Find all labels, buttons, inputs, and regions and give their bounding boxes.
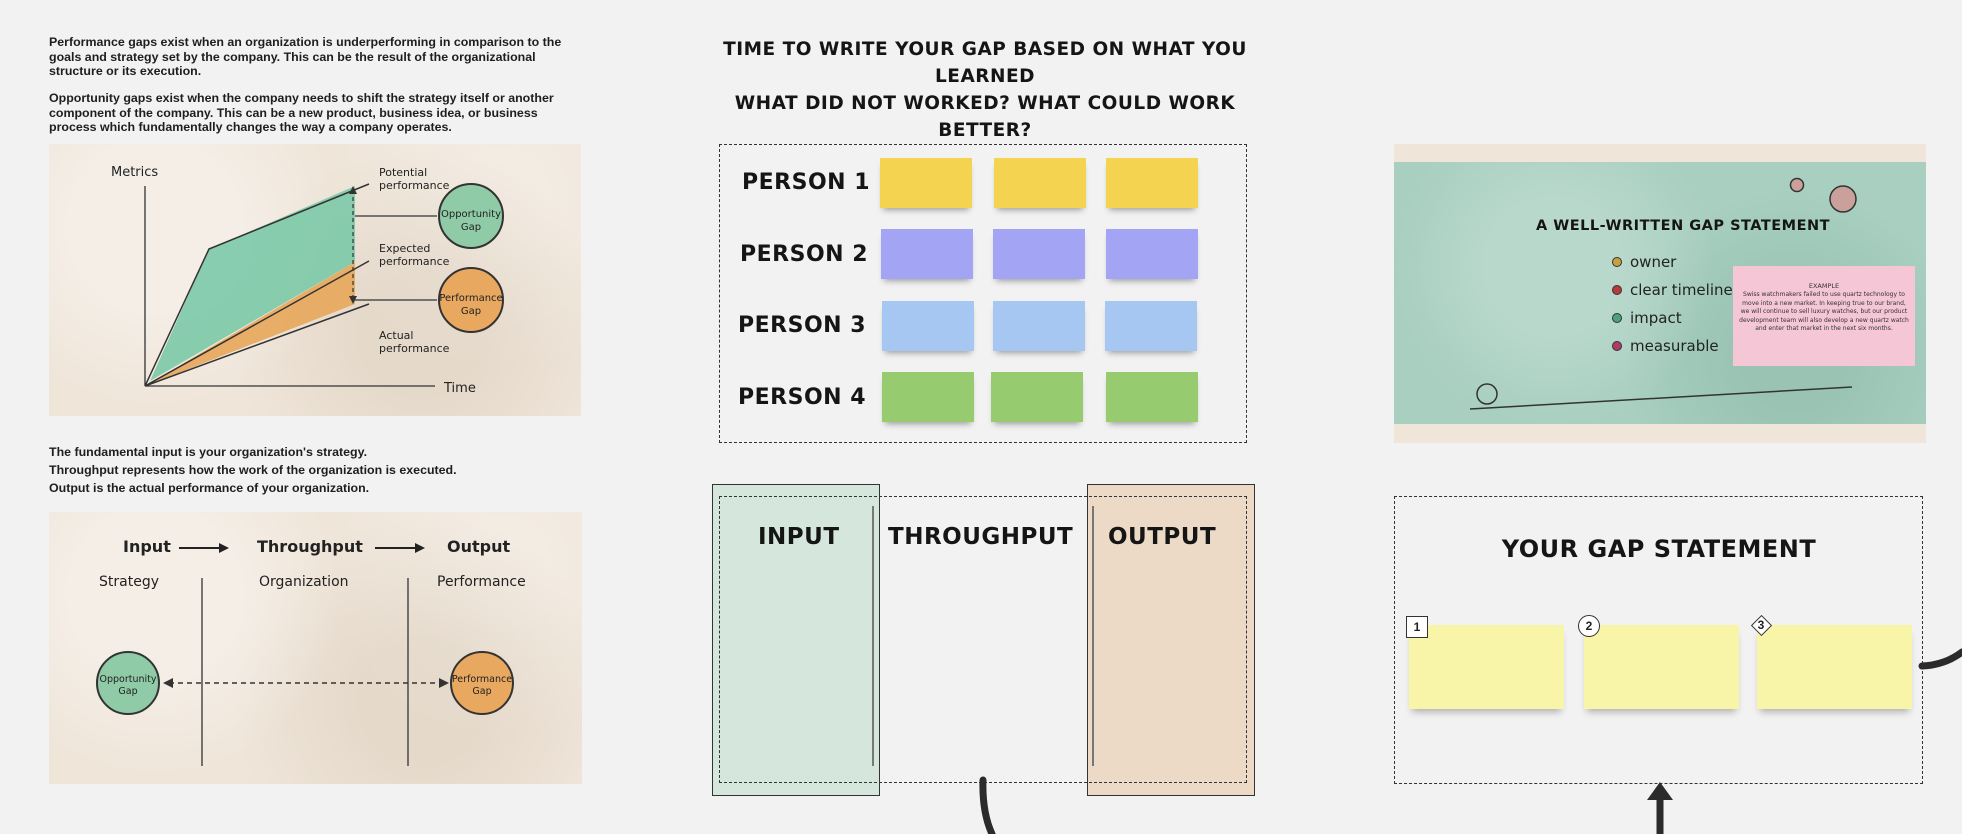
person-1-label: PERSON 1: [742, 170, 871, 195]
svg-text:Performance: Performance: [437, 574, 526, 590]
svg-text:Potential: Potential: [379, 166, 427, 179]
bullet-dot: [1612, 257, 1622, 267]
svg-text:Gap: Gap: [461, 222, 481, 233]
your-gap-frame[interactable]: [1394, 496, 1923, 784]
person-2-label: PERSON 2: [740, 242, 869, 267]
gap-sticky-1[interactable]: [1409, 625, 1564, 709]
svg-text:Gap: Gap: [472, 686, 491, 697]
example-title: EXAMPLE: [1808, 282, 1840, 290]
svg-text:Output: Output: [447, 537, 510, 556]
example-text: Swiss watchmakers failed to use quartz t…: [1739, 291, 1909, 332]
input-description: The fundamental input is your organizati…: [49, 445, 368, 459]
your-gap-title: YOUR GAP STATEMENT: [1501, 535, 1817, 563]
time-label: Time: [443, 381, 476, 396]
sticky-note[interactable]: [1106, 229, 1198, 279]
sticky-note[interactable]: [1106, 158, 1198, 208]
bullet-dot: [1612, 313, 1622, 323]
bullet-dot: [1612, 341, 1622, 351]
connector-line: [979, 776, 996, 834]
svg-text:Expected: Expected: [379, 242, 430, 255]
example-card: EXAMPLE Swiss watchmakers failed to use …: [1733, 266, 1915, 366]
heading-line-2: LEARNED: [935, 66, 1035, 87]
sticky-note[interactable]: [993, 229, 1085, 279]
performance-area: [145, 262, 355, 386]
person-4-label: PERSON 4: [738, 385, 867, 410]
svg-text:Opportunity: Opportunity: [441, 209, 501, 220]
opportunity-gap-text: Opportunity gaps exist when the company …: [49, 91, 554, 134]
svg-text:Strategy: Strategy: [99, 574, 159, 590]
write-gap-heading: TIME TO WRITE YOUR GAP BASED ON WHAT YOU…: [700, 36, 1270, 144]
sticky-note[interactable]: [1105, 301, 1197, 351]
sticky-note[interactable]: [882, 301, 974, 351]
svg-text:Opportunity: Opportunity: [99, 674, 156, 685]
bullet-timeline: clear timeline: [1630, 281, 1733, 299]
bullet-dot: [1612, 285, 1622, 295]
bullet-owner: owner: [1630, 253, 1677, 271]
heading-line-1: TIME TO WRITE YOUR GAP BASED ON WHAT YOU: [723, 39, 1247, 60]
sticky-note[interactable]: [994, 158, 1086, 208]
step-1-badge: 1: [1406, 616, 1428, 638]
opportunity-area: [150, 186, 355, 381]
throughput-title: THROUGHPUT: [888, 524, 1074, 550]
divider-line: [872, 506, 874, 766]
input-column[interactable]: [712, 484, 880, 796]
svg-text:performance: performance: [379, 255, 450, 268]
metrics-label: Metrics: [111, 165, 158, 180]
sticky-note[interactable]: [880, 158, 972, 208]
input-title: INPUT: [758, 524, 840, 550]
persons-frame[interactable]: [719, 144, 1247, 443]
svg-text:Performance: Performance: [439, 293, 502, 304]
svg-text:Gap: Gap: [461, 306, 481, 317]
sticky-note[interactable]: [881, 229, 973, 279]
sticky-note[interactable]: [882, 372, 974, 422]
divider-line: [1092, 506, 1094, 766]
person-3-label: PERSON 3: [738, 313, 867, 338]
svg-text:Organization: Organization: [259, 574, 349, 590]
sticky-note[interactable]: [991, 372, 1083, 422]
svg-text:performance: performance: [379, 342, 450, 355]
output-title: OUTPUT: [1108, 524, 1217, 550]
slide-bullets: owner clear timeline impact measurable: [1612, 248, 1733, 360]
step-3-badge: 3: [1750, 614, 1773, 637]
svg-text:Input: Input: [123, 537, 171, 556]
bullet-impact: impact: [1630, 309, 1682, 327]
gap-sticky-3[interactable]: [1757, 625, 1912, 709]
svg-text:Throughput: Throughput: [257, 537, 363, 556]
gap-statement-slide: A WELL-WRITTEN GAP STATEMENT owner clear…: [1394, 144, 1926, 443]
input-output-diagram-image: Input Throughput Output Strategy Organiz…: [49, 512, 582, 784]
connector-line: [1918, 648, 1962, 670]
sticky-note[interactable]: [993, 301, 1085, 351]
svg-text:Performance: Performance: [452, 674, 512, 685]
step-2-badge: 2: [1578, 615, 1600, 637]
svg-text:Actual: Actual: [379, 329, 413, 342]
output-description: Output is the actual performance of your…: [49, 481, 370, 495]
step-3-number: 3: [1757, 618, 1765, 632]
slide-title: A WELL-WRITTEN GAP STATEMENT: [1536, 218, 1831, 234]
sticky-note[interactable]: [1106, 372, 1198, 422]
gap-chart-image: Metrics Time Potential performance Expec…: [49, 144, 581, 416]
svg-text:Gap: Gap: [118, 686, 137, 697]
throughput-description: Throughput represents how the work of th…: [49, 463, 457, 477]
arrowhead-icon: [1647, 782, 1673, 800]
output-column[interactable]: [1087, 484, 1255, 796]
gap-sticky-2[interactable]: [1584, 625, 1739, 709]
bullet-measurable: measurable: [1630, 337, 1719, 355]
svg-text:performance: performance: [379, 179, 450, 192]
heading-line-3: WHAT DID NOT WORKED? WHAT COULD WORK BET…: [734, 93, 1236, 141]
performance-gap-text: Performance gaps exist when an organizat…: [49, 35, 562, 78]
